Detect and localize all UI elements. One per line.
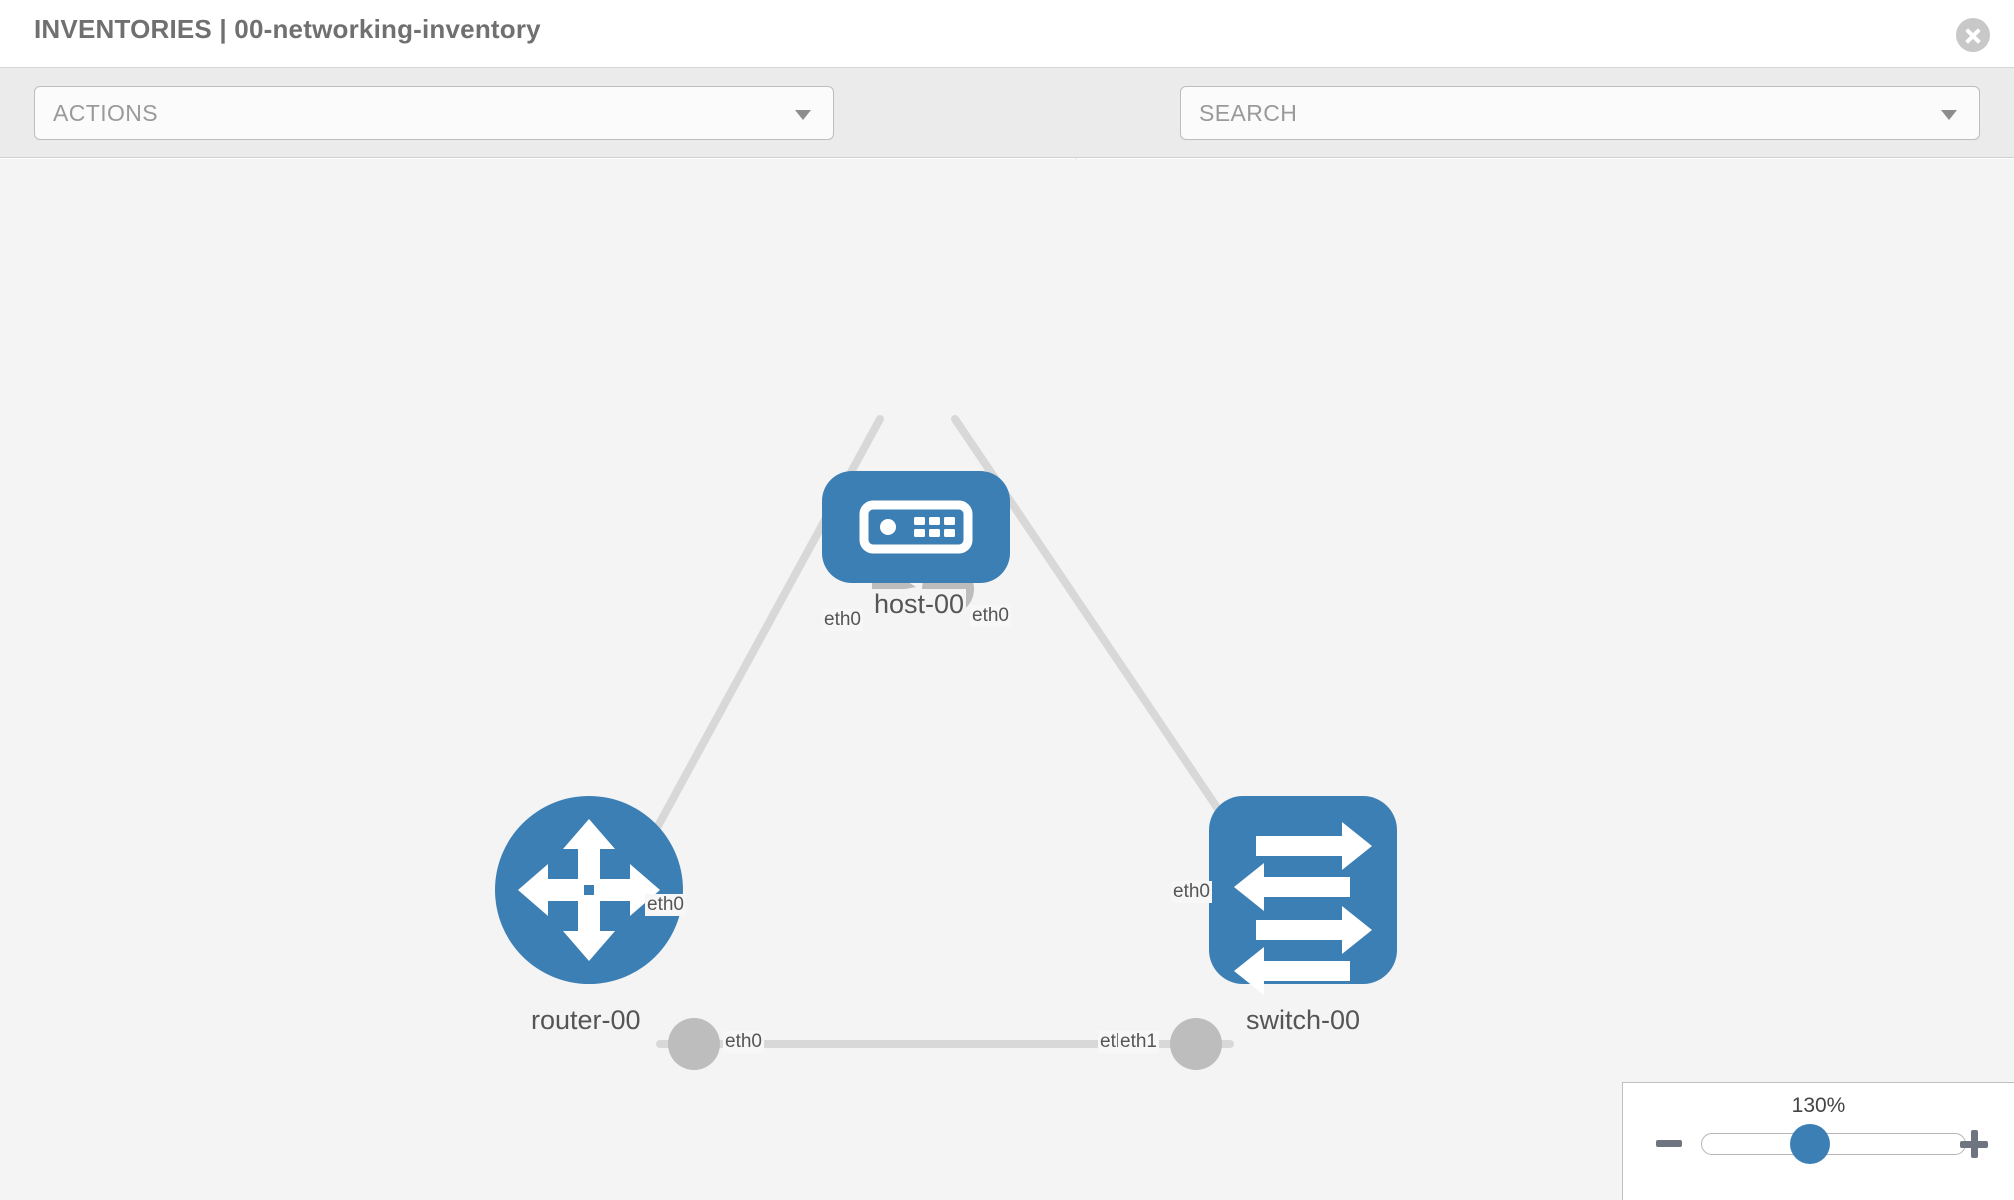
iface-label-host00-right: eth0 <box>970 605 1011 627</box>
node-router-00[interactable] <box>495 796 683 984</box>
node-label-switch-00: switch-00 <box>1244 1005 1363 1036</box>
actions-dropdown[interactable]: ACTIONS <box>34 86 834 140</box>
zoom-level-value: 130% <box>1791 1094 1846 1117</box>
search-input[interactable]: SEARCH <box>1180 86 1980 140</box>
toolbar: ACTIONS SEARCH <box>0 68 2014 191</box>
iface-label-router00-right: eth0 <box>723 1031 764 1053</box>
connector-router00-right <box>668 1018 720 1070</box>
zoom-in-icon-horizontal <box>1960 1140 1988 1148</box>
node-label-host-00: host-00 <box>872 589 967 620</box>
connector-switch00-left <box>1170 1018 1222 1070</box>
iface-label-host00-left: eth0 <box>822 609 863 631</box>
actions-dropdown-label: ACTIONS <box>53 100 159 126</box>
page-title: INVENTORIES | 00-networking-inventory <box>34 14 541 44</box>
zoom-control-panel: 130% <box>1622 1082 2014 1200</box>
chevron-down-icon[interactable] <box>1941 110 1957 120</box>
zoom-out-button[interactable] <box>1656 1140 1682 1147</box>
zoom-slider-track[interactable] <box>1701 1133 1966 1155</box>
page-header: INVENTORIES | 00-networking-inventory <box>0 0 2014 68</box>
topology-canvas[interactable]: host-00 router-00 switch-00 eth0 eth0 et… <box>0 159 2014 1200</box>
iface-label-switch00-up: eth0 <box>1171 881 1212 903</box>
node-host-00[interactable] <box>822 471 1010 583</box>
iface-label-switch00-eth1: eth1 <box>1118 1031 1159 1053</box>
search-placeholder: SEARCH <box>1199 100 1298 126</box>
topology-connectors <box>668 533 1265 1070</box>
iface-label-router00-up: eth0 <box>645 894 686 916</box>
close-icon[interactable] <box>1956 18 1990 52</box>
zoom-slider-thumb[interactable] <box>1790 1124 1830 1164</box>
node-switch-00[interactable] <box>1209 796 1397 995</box>
zoom-in-button[interactable] <box>1960 1130 1988 1158</box>
node-label-router-00: router-00 <box>529 1005 643 1036</box>
chevron-down-icon <box>795 110 811 120</box>
topology-graph[interactable] <box>0 159 2014 1200</box>
